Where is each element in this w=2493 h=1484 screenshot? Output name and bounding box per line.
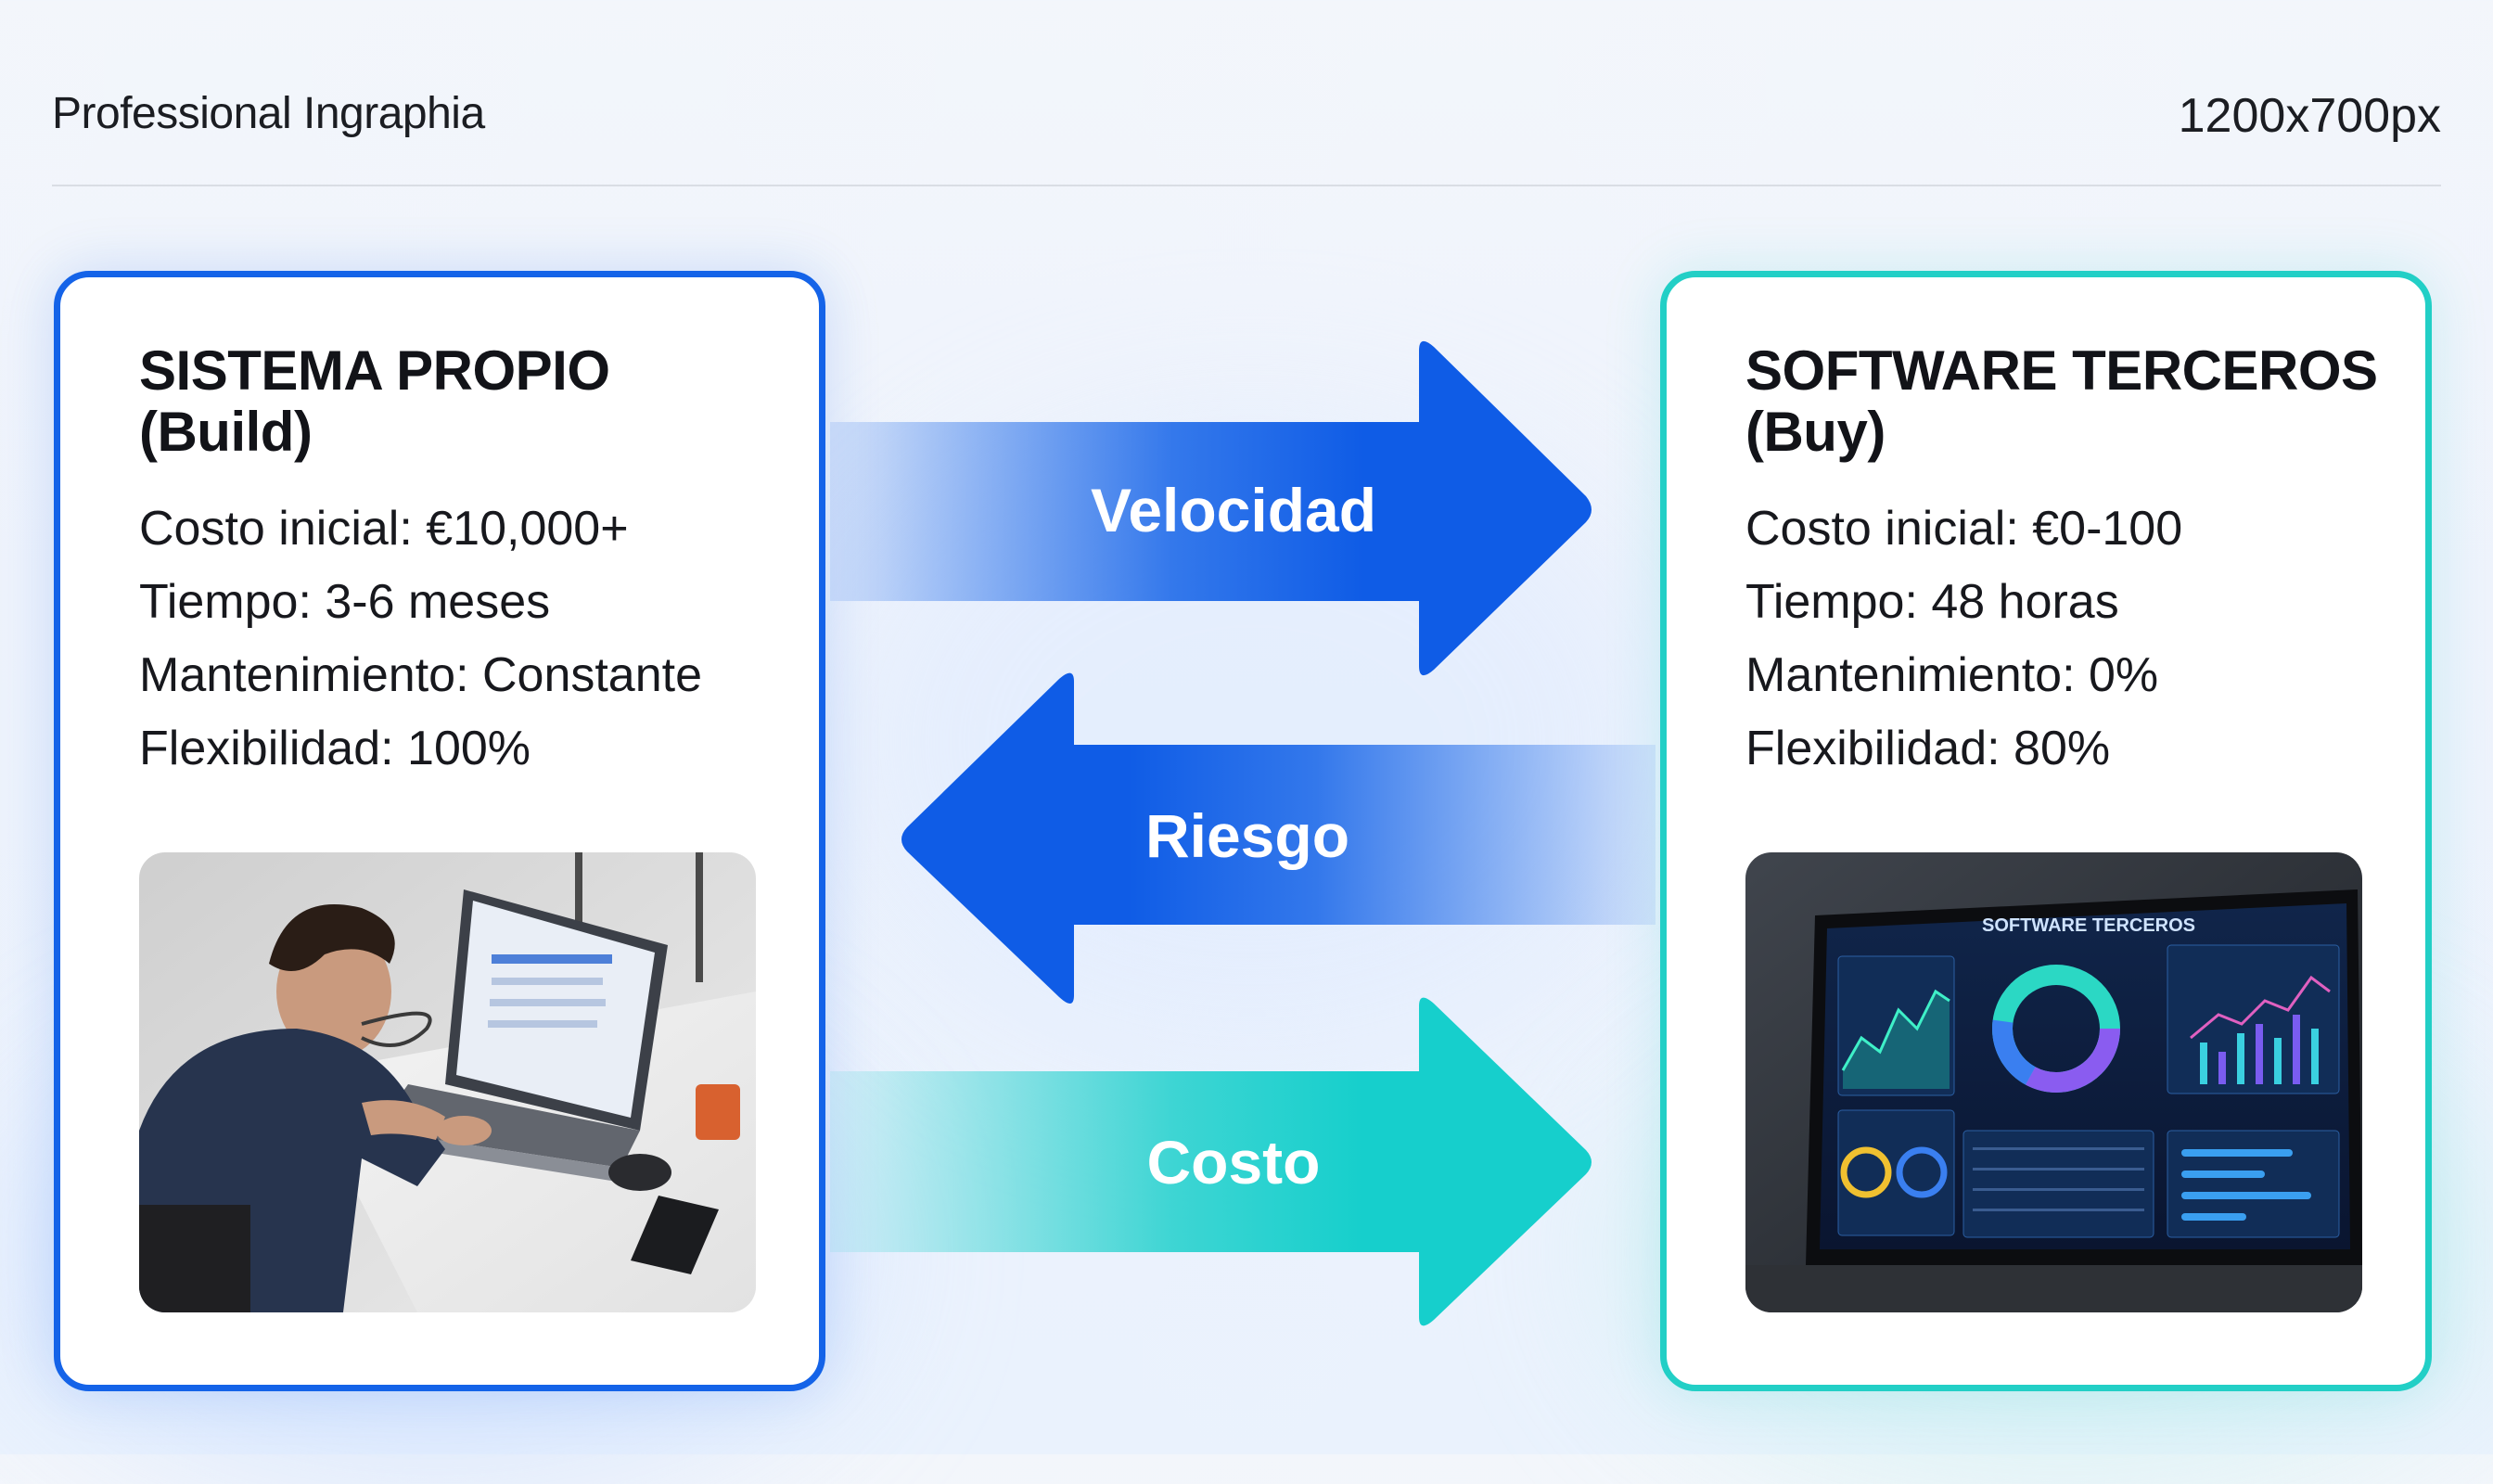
header-divider (52, 185, 2441, 186)
arrow-velocidad: Velocidad (830, 340, 1592, 676)
arrow-riesgo: Riesgo (901, 672, 1656, 1004)
brand-label: Professional Ingraphia (52, 89, 485, 138)
buy-facts-list: Costo inicial: €0-100 Tiempo: 48 horas M… (1745, 493, 2182, 786)
buy-fact-cost: Costo inicial: €0-100 (1745, 502, 2183, 556)
build-fact-cost: Costo inicial: €10,000+ (139, 502, 629, 556)
build-title-line1: SISTEMA PROPIO (139, 339, 610, 402)
build-card-title: SISTEMA PROPIO (Build) (139, 340, 788, 463)
arrow-riesgo-label: Riesgo (1145, 801, 1349, 870)
build-fact-maintenance: Mantenimiento: Constante (139, 648, 703, 702)
buy-card-title: SOFTWARE TERCEROS (Buy) (1745, 340, 2395, 463)
build-title-line2: (Build) (139, 401, 313, 463)
arrow-velocidad-label: Velocidad (1091, 476, 1376, 544)
size-label: 1200x700px (2178, 89, 2441, 143)
build-card: SISTEMA PROPIO (Build) Costo inicial: €1… (54, 271, 825, 1391)
buy-card: SOFTWARE TERCEROS (Buy) Costo inicial: €… (1660, 271, 2432, 1391)
buy-title-line1: SOFTWARE TERCEROS (1745, 339, 2378, 402)
developer-at-laptop-photo (139, 852, 756, 1312)
build-facts-list: Costo inicial: €10,000+ Tiempo: 3-6 mese… (139, 493, 702, 786)
arrow-costo-label: Costo (1147, 1128, 1321, 1196)
dashboard-laptop-photo: SOFTWARE TERCEROS (1745, 852, 2362, 1312)
build-fact-time: Tiempo: 3-6 meses (139, 575, 551, 629)
buy-fact-maintenance: Mantenimiento: 0% (1745, 648, 2159, 702)
background-glow-center (835, 417, 1669, 1067)
buy-fact-flexibility: Flexibilidad: 80% (1745, 722, 2111, 775)
dashboard-photo-illustration: SOFTWARE TERCEROS (1745, 852, 2362, 1312)
arrow-costo: Costo (830, 997, 1592, 1326)
dashboard-screen-title: SOFTWARE TERCEROS (1982, 915, 2195, 936)
buy-fact-time: Tiempo: 48 horas (1745, 575, 2119, 629)
developer-photo-illustration (139, 852, 756, 1312)
build-fact-flexibility: Flexibilidad: 100% (139, 722, 531, 775)
buy-title-line2: (Buy) (1745, 401, 1886, 463)
